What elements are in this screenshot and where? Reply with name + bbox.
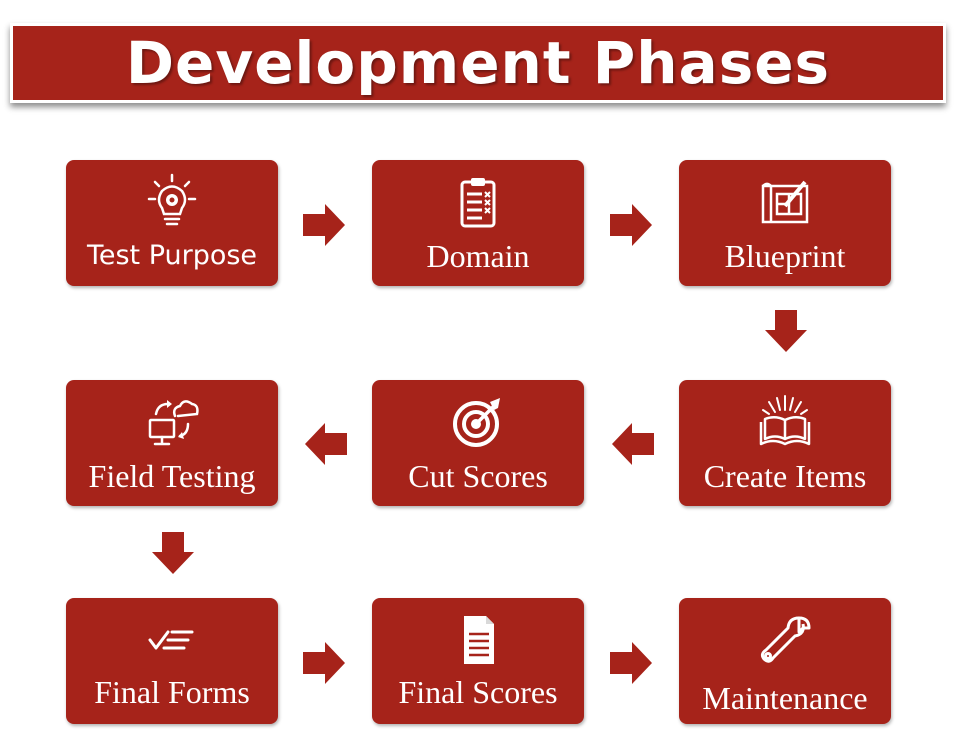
phase-blueprint: Blueprint (679, 160, 891, 286)
arrow-right-icon (610, 642, 652, 684)
phase-label: Blueprint (724, 238, 846, 274)
clipboard-checklist-icon (460, 178, 496, 228)
phase-create-items: Create Items (679, 380, 891, 506)
phase-label: Final Scores (398, 674, 558, 710)
phase-maintenance: Maintenance (679, 598, 891, 724)
page-title: Development Phases (125, 29, 831, 97)
lightbulb-gear-icon (147, 173, 197, 226)
arrow-down-icon (152, 532, 194, 574)
phase-field-testing: Field Testing (66, 380, 278, 506)
phase-test-purpose: Test Purpose (66, 160, 278, 286)
phase-label: Test Purpose (86, 240, 258, 271)
computer-cloud-sync-icon (148, 400, 199, 446)
phase-label: Domain (426, 238, 530, 274)
arrow-left-icon (612, 423, 654, 465)
open-book-icon (759, 395, 811, 446)
title-banner: Development Phases (10, 23, 946, 103)
arrow-down-icon (765, 310, 807, 352)
phase-domain: Domain (372, 160, 584, 286)
phase-label: Final Forms (94, 674, 250, 710)
checklist-icon (148, 630, 194, 650)
phase-final-forms: Final Forms (66, 598, 278, 724)
phase-cut-scores: Cut Scores (372, 380, 584, 506)
target-icon (453, 398, 500, 447)
phase-label: Create Items (703, 458, 867, 494)
phase-label: Maintenance (702, 680, 868, 716)
arrow-left-icon (305, 423, 347, 465)
phase-label: Field Testing (88, 458, 256, 494)
wrench-icon (760, 616, 811, 663)
document-icon (464, 616, 494, 664)
arrow-right-icon (303, 642, 345, 684)
arrow-right-icon (303, 204, 345, 246)
phase-final-scores: Final Scores (372, 598, 584, 724)
blueprint-icon (761, 180, 809, 224)
arrow-right-icon (610, 204, 652, 246)
phase-label: Cut Scores (408, 458, 548, 494)
